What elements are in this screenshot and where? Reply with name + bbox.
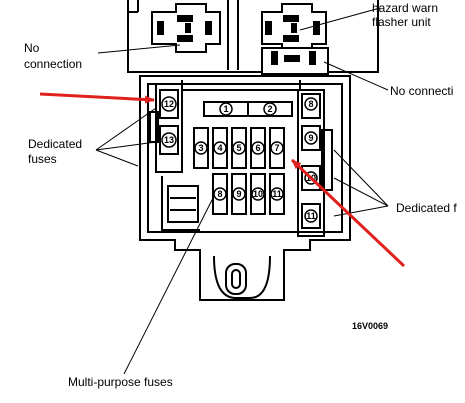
fuse-6: 6 [250,127,266,169]
leader-dedicated-right-1 [333,149,389,207]
dedicated-fuse-11: 11 [301,203,321,229]
fuse-8-number: 8 [217,189,222,199]
leader-no-connection-left [97,44,181,54]
label-multipurpose-fuses: Multi-purpose fuses [68,375,173,389]
fuse-4-number: 4 [217,143,222,153]
fuse-12-number: 12 [164,99,174,109]
leader-dedicated-left-2 [95,141,157,151]
label-dedicated-left-2: fuses [28,152,57,166]
label-dedicated-left-1: Dedicated [28,137,82,151]
leader-hazard-flasher [299,7,381,31]
relay-no-connection-left [151,3,221,53]
dedicated-fuse-8-number: 8 [308,99,313,109]
label-no-connection-right: No connecti [390,84,453,98]
figure-code: 16V0069 [352,321,388,331]
fuse-5: 5 [231,127,247,169]
fuse-9-number: 9 [236,189,241,199]
leader-no-connection-right [323,61,389,91]
fuse-10: 10 [250,173,266,215]
dedicated-fuse-11-number: 11 [306,211,316,221]
fuse-2: 2 [247,101,293,117]
fuse-1: 1 [203,101,249,117]
fuse-11-number: 11 [272,189,282,199]
fuse-10-number: 10 [253,189,263,199]
fuse-13: 13 [159,125,179,155]
fuse-3-number: 3 [198,143,203,153]
fuse-11: 11 [269,173,285,215]
fuse-2-number: 2 [267,104,272,114]
fuse-4: 4 [212,127,228,169]
leader-multipurpose-fuses [123,195,215,375]
fuse-6-number: 6 [255,143,260,153]
leader-dedicated-right-3 [333,205,389,217]
dedicated-fuse-8: 8 [301,93,321,119]
label-hazard-line1: hazard warn [372,1,438,15]
fuse-12: 12 [159,89,179,119]
fuse-7-number: 7 [274,143,279,153]
label-no-connection-left-1: No [24,41,40,55]
fuse-13-number: 13 [164,135,174,145]
fuse-9: 9 [231,173,247,215]
fuse-3: 3 [193,127,209,169]
relay-no-connection-right [261,47,329,75]
relay-hazard-flasher [261,3,327,53]
label-dedicated-right: Dedicated f [396,201,457,215]
box-top-frame [127,0,379,73]
leader-lines [95,7,389,375]
red-arrows [39,92,406,268]
fuse-5-number: 5 [236,143,241,153]
red-arrow-left-icon [39,92,155,104]
dedicated-fuse-9: 9 [301,125,321,151]
label-hazard-line2: flasher unit [372,15,431,29]
fuse-8: 8 [212,173,228,215]
leader-dedicated-left-1 [95,107,157,151]
red-arrow-right-icon [290,158,406,268]
leader-dedicated-right-2 [333,177,389,207]
fuse-7: 7 [269,127,285,169]
dedicated-fuse-9-number: 9 [308,133,313,143]
label-no-connection-left-2: connection [24,57,82,71]
fuse-1-number: 1 [223,104,228,114]
leader-dedicated-left-3 [95,149,139,167]
